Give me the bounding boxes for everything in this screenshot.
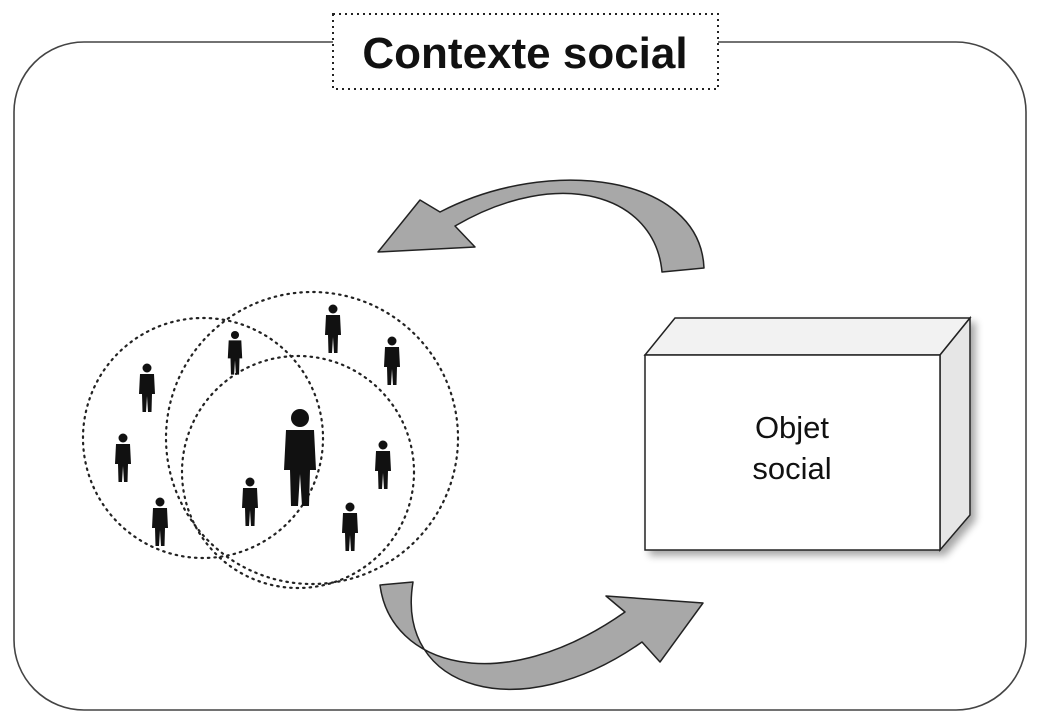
person-icon (152, 497, 168, 546)
box-front-face (644, 354, 941, 551)
person-icon (325, 304, 341, 353)
group-of-people (115, 304, 400, 551)
right-circle (164, 290, 460, 586)
object-label-line2: social (752, 451, 831, 486)
diagram-title: Contexte social (362, 29, 687, 78)
box-side-face (939, 315, 971, 553)
left-circle (81, 316, 325, 560)
box-top-face (643, 317, 972, 356)
object-label-line1: Objet (755, 410, 829, 445)
person-icon (242, 477, 258, 526)
central-person-icon (284, 409, 316, 506)
top-curved-arrow (377, 179, 705, 273)
social-object-box (643, 315, 972, 553)
title-box (332, 13, 719, 90)
person-icon (139, 363, 155, 412)
inner-circle (180, 354, 416, 590)
social-circles (81, 290, 460, 590)
bottom-curved-arrow (379, 581, 704, 690)
person-icon (115, 433, 131, 482)
person-icon (375, 440, 391, 489)
person-icon (342, 502, 358, 551)
person-icon (227, 330, 243, 375)
person-icon (384, 336, 400, 385)
